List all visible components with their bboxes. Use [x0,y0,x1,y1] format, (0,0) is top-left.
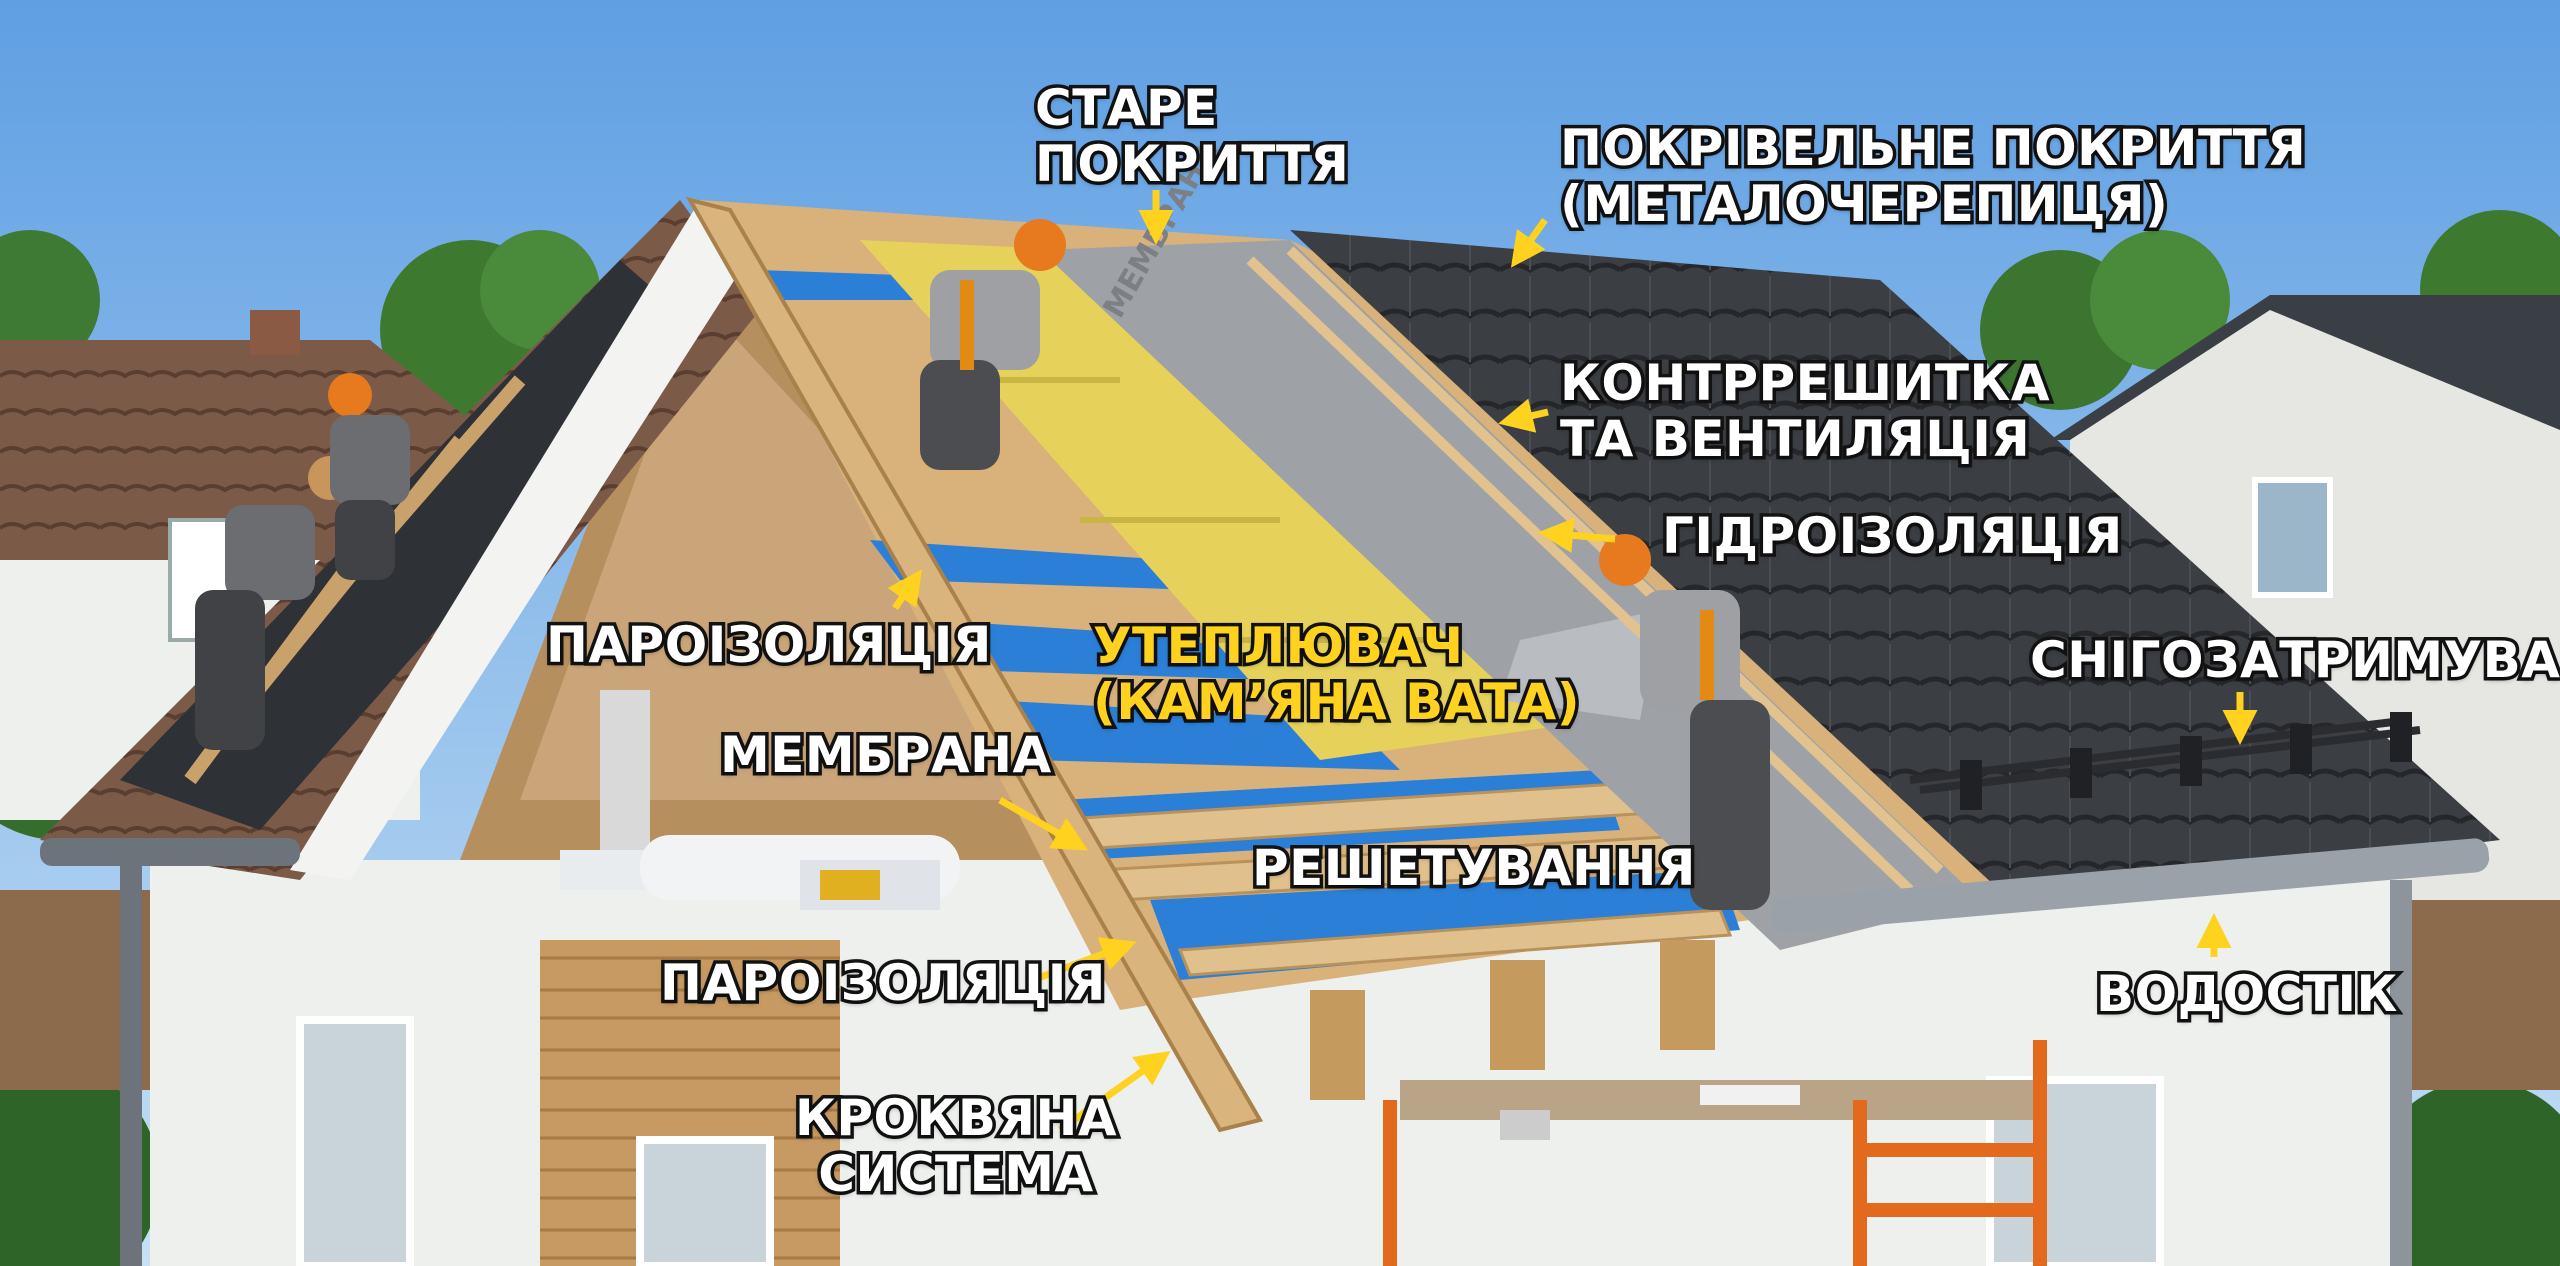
label-gutter: ВОДОСТІК [2093,963,2401,1026]
label-snow-guard: СНІГОЗАТРИМУВАЧ [2026,629,2560,692]
label-counter-batten: КОНТРРЕШИТКА ТА ВЕНТИЛЯЦІЯ [1556,352,2053,471]
worker-insulation [920,219,1066,470]
label-old-cover: СТАРЕ ПОКРИТТЯ [1031,77,1352,196]
label-waterproofing: ГІДРОІЗОЛЯЦІЯ [1659,505,2126,568]
label-insulation: УТЕПЛЮВАЧ (КАМ’ЯНА ВАТА) [1089,615,1583,734]
label-membrane: МЕМБРАНА [717,724,1055,787]
label-rafters: КРОКВЯНА СИСТЕМА [791,1087,1120,1206]
arrow-membrane [998,796,1089,851]
arrow-waterproofing [1538,517,1616,553]
annotation-arrows [887,190,2258,1133]
arrow-rafters [1057,1050,1171,1133]
worker-membrane [1599,534,1770,910]
worker-left-2 [328,373,410,580]
label-vapor-barrier-top: ПАРОІЗОЛЯЦІЯ [543,614,995,677]
fence-right [2390,900,2560,1090]
arrow-roof-cover [1510,217,1548,268]
scaffold [1383,1040,2047,1266]
arrow-counter-batten [1498,398,1549,433]
label-battens: РЕШЕТУВАННЯ [1249,837,1699,900]
label-roof-cover: ПОКРІВЕЛЬНЕ ПОКРИТТЯ (МЕТАЛОЧЕРЕПИЦЯ) [1556,117,2309,236]
left-gutter [40,838,300,866]
arrow-vapor-top [887,569,923,611]
left-downpipe [120,860,142,1266]
arrow-vapor-bottom [1028,937,1137,985]
label-vapor-barrier-bottom: ПАРОІЗОЛЯЦІЯ [657,952,1109,1015]
workers [195,219,1770,910]
